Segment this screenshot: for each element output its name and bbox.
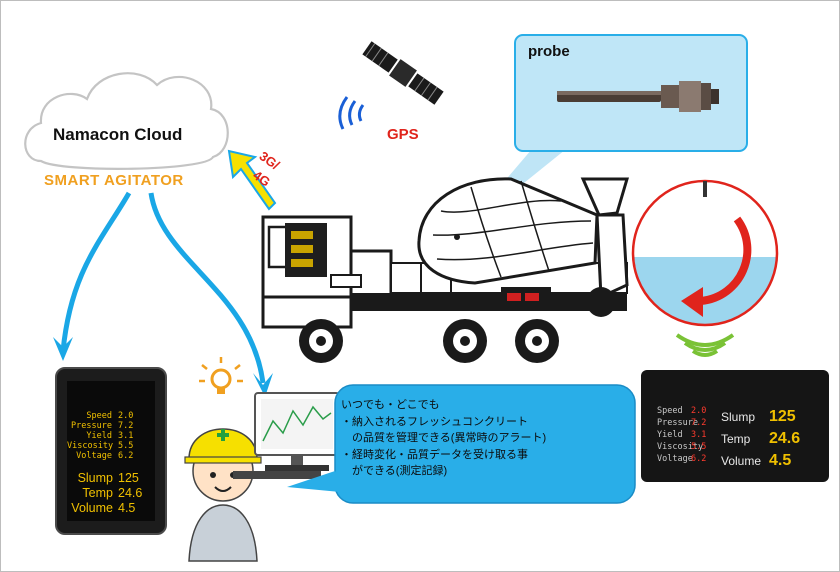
tablet-viscosity-value: 5.5 <box>118 441 134 451</box>
tablet-row-volume: Volume 4.5 <box>63 501 135 515</box>
device-pressure-value: 7.2 <box>691 418 707 428</box>
network-4g-label: 4G <box>250 167 274 190</box>
tablet-row-viscosity: Viscosity 5.5 <box>67 441 133 451</box>
tablet-row-voltage: Voltage 6.2 <box>67 451 133 461</box>
info-bubble-text: いつでも・どこでも ・納入されるフレッシュコンクリート の品質を管理できる(異常… <box>341 397 631 480</box>
tablet-row-slump: Slump 125 <box>63 471 139 485</box>
network-arrow <box>227 149 277 211</box>
info-speech-bubble <box>287 384 636 504</box>
device-row-volume: Volume 4.5 <box>721 452 791 470</box>
tablet-row-speed: Speed 2.0 <box>67 411 133 421</box>
device-row-slump: Slump 125 <box>721 408 796 426</box>
device-temp-value: 24.6 <box>769 430 801 447</box>
device-speed-label: Speed <box>657 406 683 416</box>
device-row-pressure: Pressure7.2 <box>657 418 711 428</box>
lightbulb-icon <box>199 357 243 394</box>
wireless-icon <box>675 333 735 357</box>
device-row-yield: Yield 3.1 <box>657 430 711 440</box>
device-voltage-label: Voltage <box>657 454 693 464</box>
device-pressure-label: Pressure <box>657 418 698 428</box>
device-voltage-value: 6.2 <box>691 454 707 464</box>
bubble-line-4: ・経時変化・品質データを受け取る事 <box>341 448 528 461</box>
device-row-voltage: Voltage6.2 <box>657 454 711 464</box>
agitator-display-device: Speed 2.0 Pressure7.2 Yield 3.1 Viscosity5… <box>641 370 829 482</box>
tablet-yield-value: 3.1 <box>118 431 134 441</box>
mixer-truck-illustration <box>261 177 630 363</box>
tablet-temp-value: 24.6 <box>118 486 143 500</box>
tablet-volume-label: Volume <box>71 501 113 515</box>
gps-label: GPS <box>387 126 419 143</box>
tablet-pressure-value: 7.2 <box>118 421 134 431</box>
tablet-temp-label: Temp <box>82 486 113 500</box>
tablet-voltage-value: 6.2 <box>118 451 134 461</box>
cloud-shape <box>24 72 229 170</box>
drum-rotation-diagram <box>631 179 779 327</box>
tablet-yield-label: Yield <box>86 431 112 441</box>
probe-image <box>557 81 719 112</box>
device-viscosity-label: Viscosity <box>657 442 704 452</box>
tablet-slump-value: 125 <box>118 471 139 485</box>
tablet-speed-label: Speed <box>86 411 112 421</box>
device-volume-label: Volume <box>721 454 762 468</box>
tablet-row-yield: Yield 3.1 <box>67 431 133 441</box>
tablet-slump-label: Slump <box>77 471 113 485</box>
tablet-row-temp: Temp 24.6 <box>63 486 142 500</box>
device-temp-label: Temp <box>721 432 751 446</box>
device-slump-value: 125 <box>769 408 796 425</box>
arrow-pc-head <box>253 373 273 397</box>
tablet-pressure-label: Pressure <box>71 421 112 431</box>
tablet-voltage-label: Voltage <box>76 451 112 461</box>
computer-monitor-icon <box>233 392 340 479</box>
arrow-to-pc <box>148 192 266 384</box>
device-volume-value: 4.5 <box>769 452 792 469</box>
device-row-temp: Temp 24.6 <box>721 430 800 448</box>
device-row-viscosity: Viscosity5.5 <box>657 442 711 452</box>
arrow-to-tablet <box>60 191 132 352</box>
tablet-viscosity-label: Viscosity <box>67 441 114 451</box>
device-slump-label: Slump <box>721 410 756 424</box>
worker-illustration <box>184 428 262 562</box>
device-yield-label: Yield <box>657 430 683 440</box>
bubble-line-5: ができる(測定記録) <box>341 465 448 477</box>
device-speed-value: 2.0 <box>691 406 707 416</box>
cloud-subtitle: SMART AGITATOR <box>44 172 184 189</box>
bubble-line-2: ・納入されるフレッシュコンクリート <box>341 415 528 428</box>
tablet-volume-value: 4.5 <box>118 501 136 515</box>
tablet-row-pressure: Pressure 7.2 <box>67 421 133 431</box>
arrow-tablet-head <box>53 337 73 361</box>
network-label: 3G/ 4G <box>249 148 309 191</box>
bubble-line-1: いつでも・どこでも <box>341 399 440 411</box>
cloud-title: Namacon Cloud <box>53 125 183 144</box>
bubble-line-3: の品質を管理できる(異常時のアラート) <box>341 432 547 444</box>
satellite-icon <box>362 41 444 105</box>
tablet-screen: Speed 2.0 Pressure 7.2 Yield 3.1 Viscosity 5… <box>67 381 155 521</box>
probe-label: probe <box>528 43 570 60</box>
gps-signal-icon <box>338 96 365 130</box>
device-yield-value: 3.1 <box>691 430 707 440</box>
device-viscosity-value: 5.5 <box>691 442 707 452</box>
device-row-speed: Speed 2.0 <box>657 406 711 416</box>
tablet-speed-value: 2.0 <box>118 411 134 421</box>
tablet-device: Speed 2.0 Pressure 7.2 Yield 3.1 Viscosity 5… <box>55 367 167 535</box>
